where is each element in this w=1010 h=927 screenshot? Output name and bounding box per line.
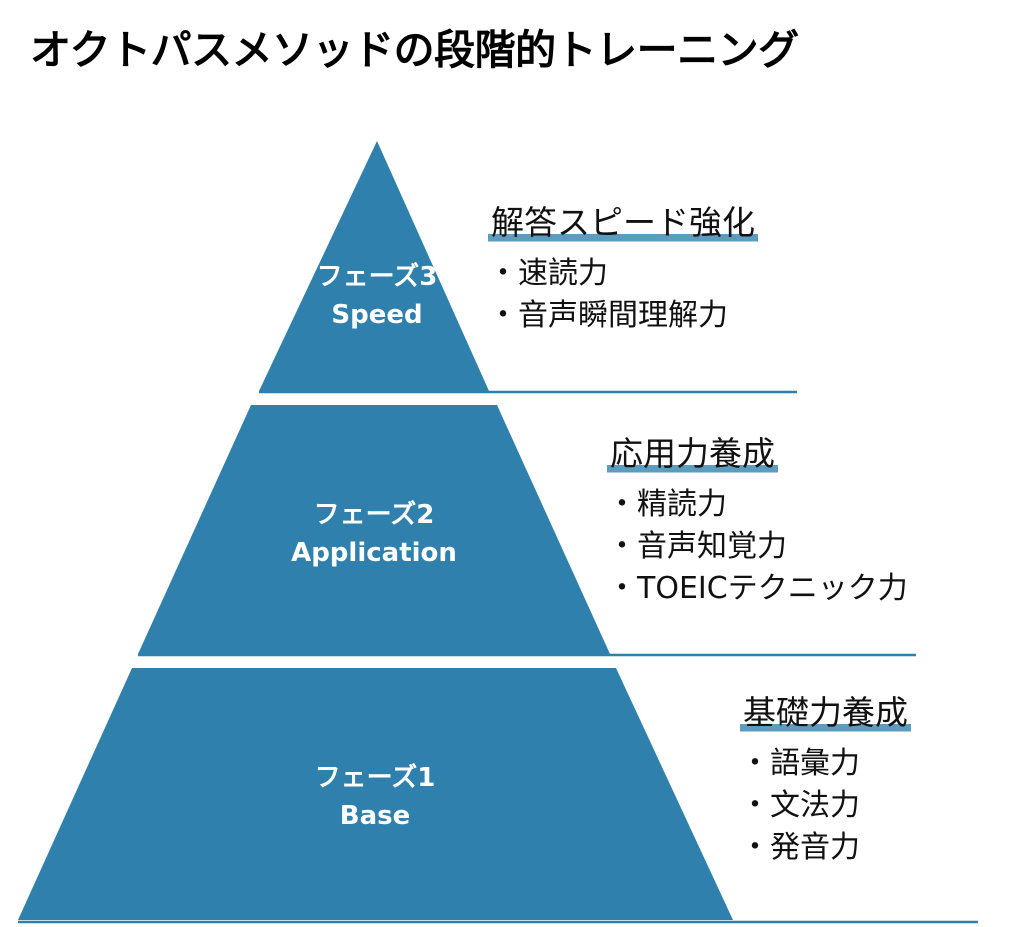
list-item: ・音声知覚力	[607, 528, 787, 564]
phase-2-info: 応用力養成 ・精読力 ・音声知覚力 ・TOEICテクニック力	[607, 434, 908, 610]
phase-1-heading: 基礎力養成	[740, 693, 911, 733]
pyramid-tier-3	[259, 141, 489, 391]
list-item: ・精読力	[607, 486, 727, 522]
list-item: ・速読力	[488, 255, 608, 291]
phase-1-number: フェーズ1	[314, 763, 436, 793]
list-item: ・音声瞬間理解力	[488, 297, 728, 333]
phase-3-number: フェーズ3	[316, 262, 438, 292]
phase-1-label: フェーズ1 Base	[315, 760, 436, 835]
phase-1-info: 基礎力養成 ・語彙力 ・文法力 ・発音力	[740, 693, 911, 869]
phase-3-name: Speed	[331, 299, 423, 330]
phase-2-number: フェーズ2	[313, 500, 435, 530]
list-item: ・発音力	[740, 829, 860, 865]
phase-1-skill-list: ・語彙力 ・文法力 ・発音力	[740, 743, 911, 869]
phase-2-label: フェーズ2 Application	[291, 497, 457, 572]
phase-1-name: Base	[339, 800, 411, 831]
pyramid-tier-2	[138, 405, 610, 654]
phase-3-heading: 解答スピード強化	[488, 203, 758, 243]
phase-2-name: Application	[291, 537, 457, 568]
phase-3-skill-list: ・速読力 ・音声瞬間理解力	[488, 253, 758, 337]
phase-2-heading: 応用力養成	[607, 434, 778, 474]
phase-2-skill-list: ・精読力 ・音声知覚力 ・TOEICテクニック力	[607, 484, 908, 610]
page-title: オクトパスメソッドの段階的トレーニング	[30, 26, 799, 74]
list-item: ・TOEICテクニック力	[607, 570, 908, 606]
phase-3-info: 解答スピード強化 ・速読力 ・音声瞬間理解力	[488, 203, 758, 337]
pyramid-tier-1	[18, 668, 733, 920]
list-item: ・文法力	[740, 787, 860, 823]
phase-3-label: フェーズ3 Speed	[317, 259, 438, 334]
list-item: ・語彙力	[740, 745, 860, 781]
